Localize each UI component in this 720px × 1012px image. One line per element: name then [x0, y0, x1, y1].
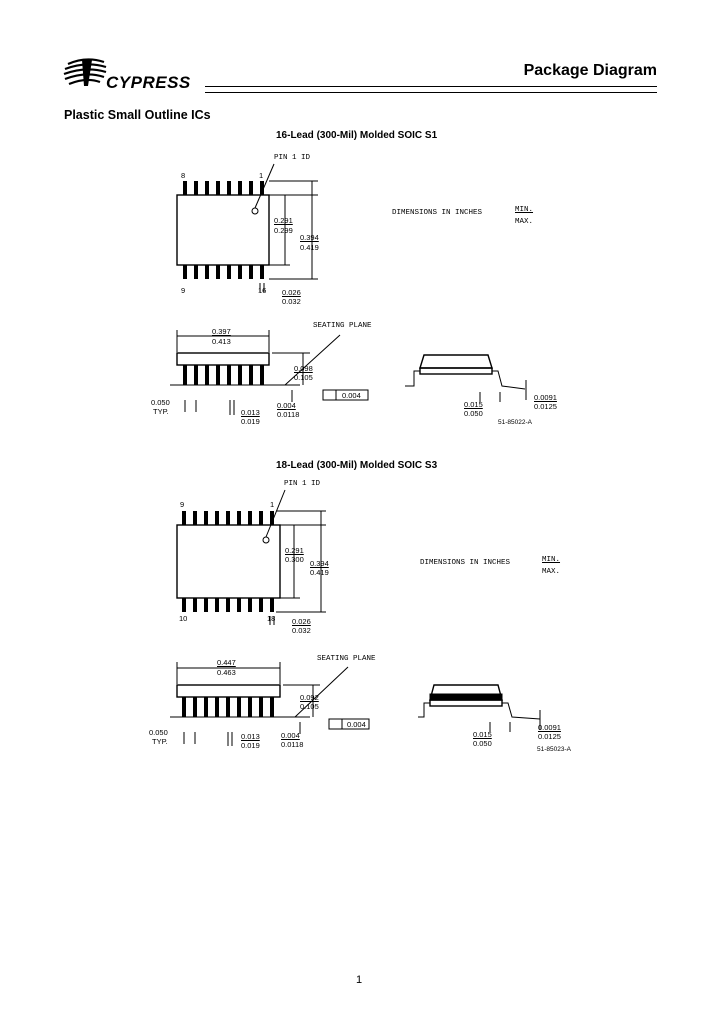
- pkg1-dimensions-label: DIMENSIONS IN INCHES: [392, 209, 483, 217]
- pkg2-standoff-max: 0.0118: [281, 740, 304, 749]
- pkg2-length-min: 0.447: [217, 658, 236, 667]
- pkg1-pitch-typ: TYP.: [153, 407, 169, 416]
- pkg2-seating-plane-label: SEATING PLANE: [317, 655, 376, 663]
- pkg2-body-width-min: 0.291: [285, 546, 304, 555]
- pkg2-length-max: 0.463: [217, 668, 236, 677]
- pkg2-standoff-min: 0.004: [281, 731, 300, 740]
- cypress-tree-logo-icon: [63, 58, 107, 86]
- section-title: Plastic Small Outline ICs: [64, 108, 211, 122]
- pkg2-pin1-label: PIN 1 ID: [284, 480, 321, 488]
- pkg1-standoff-max: 0.0118: [277, 410, 300, 419]
- pkg1-body-width-min: 0.291: [274, 216, 293, 225]
- pkg1-lead-width-min: 0.026: [282, 288, 301, 297]
- pkg1-seating-plane-label: SEATING PLANE: [313, 322, 372, 330]
- pkg2-lead-thk-max: 0.019: [241, 741, 260, 750]
- pkg2-lead-thk-min: 0.013: [241, 732, 260, 741]
- pkg2-pitch: 0.050: [149, 728, 168, 737]
- pkg2-drawing-number: 51-85023-A: [537, 746, 571, 753]
- pkg1-pin1-label: PIN 1 ID: [274, 154, 311, 162]
- pkg2-pin-label: 9: [180, 500, 185, 509]
- pkg2-coplanarity: 0.004: [347, 720, 366, 729]
- pkg1-overall-width-max: 0.419: [300, 243, 319, 252]
- pkg2-height-min: 0.092: [300, 693, 319, 702]
- pkg1-dim-max: MAX.: [515, 218, 534, 226]
- pkg1-pin-label: 8: [181, 171, 186, 180]
- pkg1-foot-max: 0.050: [464, 409, 483, 418]
- pkg1-overall-width-min: 0.394: [300, 233, 319, 242]
- pkg1-thk-max: 0.0125: [534, 402, 557, 411]
- pkg1-top-pins: [183, 181, 264, 195]
- pkg1-pin-label: 1: [259, 171, 264, 180]
- pkg2-body-width-max: 0.300: [285, 555, 304, 564]
- pkg2-dim-min: MIN.: [542, 556, 561, 564]
- pkg1-foot-min: 0.015: [464, 400, 483, 409]
- pkg1-length-min: 0.397: [212, 327, 231, 336]
- pkg1-top-body: [176, 194, 270, 266]
- pkg1-pin-label: 9: [181, 286, 186, 295]
- package-2-title: 18-Lead (300-Mil) Molded SOIC S3: [276, 460, 438, 471]
- pkg1-bottom-pins: [183, 265, 264, 279]
- pkg1-height-max: 0.105: [294, 373, 313, 382]
- pkg2-pitch-typ: TYP.: [152, 737, 168, 746]
- pkg2-pin-label: 18: [267, 614, 276, 623]
- pkg1-pin-label: 16: [258, 286, 267, 295]
- pkg1-body-width-max: 0.299: [274, 226, 293, 235]
- pkg1-lead-thk-max: 0.019: [241, 417, 260, 426]
- pkg2-pin-label: 1: [270, 500, 275, 509]
- pkg1-pitch: 0.050: [151, 398, 170, 407]
- pkg1-thk-min: 0.0091: [534, 393, 557, 402]
- pkg2-height-max: 0.105: [300, 702, 319, 711]
- header-rule: [205, 86, 657, 93]
- page-number: 1: [356, 974, 363, 986]
- pkg1-lead-thk-min: 0.013: [241, 408, 260, 417]
- pkg2-dimensions-label: DIMENSIONS IN INCHES: [420, 559, 511, 567]
- pkg2-thk-max: 0.0125: [538, 732, 561, 741]
- pkg2-lead-width-max: 0.032: [292, 626, 311, 635]
- pkg2-lead-width-min: 0.026: [292, 617, 311, 626]
- pkg2-foot-min: 0.015: [473, 730, 492, 739]
- pkg2-pin-label: 10: [179, 614, 188, 623]
- pkg2-overall-width-min: 0.394: [310, 559, 329, 568]
- pkg1-drawing-number: 51-85022-A: [498, 419, 532, 426]
- pkg1-height-min: 0.098: [294, 364, 313, 373]
- pkg2-dim-max: MAX.: [542, 568, 561, 576]
- pkg1-coplanarity: 0.004: [342, 391, 361, 400]
- pkg2-overall-width-max: 0.419: [310, 568, 329, 577]
- pkg1-standoff-min: 0.004: [277, 401, 296, 410]
- logo-wordmark: CYPRESS: [106, 73, 191, 92]
- pkg1-lead-width-max: 0.032: [282, 297, 301, 306]
- pkg1-length-max: 0.413: [212, 337, 231, 346]
- pkg1-dim-min: MIN.: [515, 206, 534, 214]
- page-title: Package Diagram: [523, 62, 657, 79]
- package-1-title: 16-Lead (300-Mil) Molded SOIC S1: [276, 130, 438, 141]
- pkg2-foot-max: 0.050: [473, 739, 492, 748]
- pkg2-thk-min: 0.0091: [538, 723, 561, 732]
